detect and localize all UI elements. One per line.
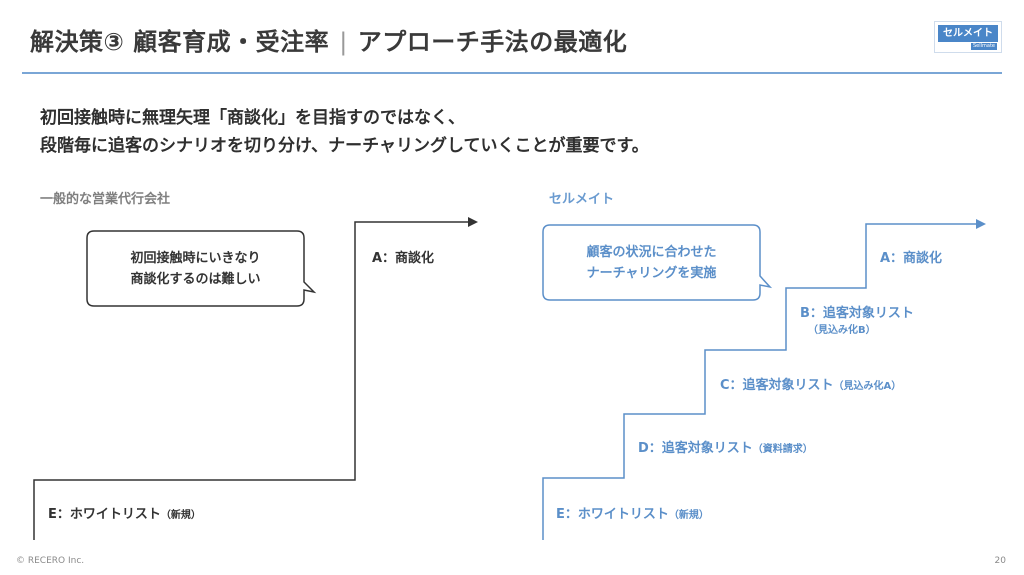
left-step-e-label: E：ホワイトリスト (48, 507, 161, 522)
left-step-e-note: （新規） (160, 510, 201, 521)
logo-text: セルメイト (938, 25, 998, 42)
left-step-a: A：商談化 (372, 251, 435, 266)
right-step-b-note: （見込み化B） (808, 325, 876, 336)
page-number: 20 (994, 556, 1006, 566)
right-bubble-line-2: ナーチャリングを実施 (586, 266, 717, 281)
lead-text: 初回接触時に無理矢理「商談化」を目指すのではなく、 段階毎に追客のシナリオを切り… (40, 104, 649, 160)
lead-line-1: 初回接触時に無理矢理「商談化」を目指すのではなく、 (40, 108, 465, 128)
right-step-e: E：ホワイトリスト（新規） (556, 503, 709, 522)
right-section-label: セルメイト (549, 192, 615, 207)
left-speech-bubble (86, 230, 317, 307)
right-step-d: D：追客対象リスト（資料請求） (638, 437, 813, 456)
title-separator: | (339, 28, 348, 56)
left-step-e: E：ホワイトリスト（新規） (48, 503, 201, 522)
logo-subtext: Sellmate (971, 43, 997, 50)
brand-logo: セルメイト Sellmate (934, 21, 1002, 53)
right-bubble-text: 顧客の状況に合わせた ナーチャリングを実施 (543, 242, 760, 284)
right-step-b-label: B：追客対象リスト (800, 306, 914, 321)
right-bubble-line-1: 顧客の状況に合わせた (586, 245, 717, 260)
left-bubble-text: 初回接触時にいきなり 商談化するのは難しい (87, 248, 304, 290)
lead-line-2: 段階毎に追客のシナリオを切り分け、ナーチャリングしていくことが重要です。 (40, 136, 649, 156)
title-divider (22, 72, 1002, 74)
right-staircase-line (542, 219, 986, 540)
title-main: 解決策③ 顧客育成・受注率 (30, 28, 330, 56)
page-title: 解決策③ 顧客育成・受注率 | アプローチ手法の最適化 (30, 22, 627, 57)
right-step-a: A：商談化 (880, 251, 943, 266)
right-step-c: C：追客対象リスト（見込み化A） (720, 374, 901, 393)
right-step-c-label: C：追客対象リスト (720, 378, 834, 393)
left-bubble-line-1: 初回接触時にいきなり (130, 251, 261, 266)
title-sub: アプローチ手法の最適化 (357, 28, 628, 56)
right-step-d-note: （資料請求） (752, 444, 813, 455)
left-jump-line (33, 217, 478, 540)
right-step-b: B：追客対象リスト （見込み化B） (800, 302, 914, 337)
right-speech-bubble (542, 224, 773, 301)
left-bubble-line-2: 商談化するのは難しい (130, 272, 261, 287)
right-step-e-note: （新規） (668, 510, 709, 521)
left-section-label: 一般的な営業代行会社 (40, 192, 171, 207)
right-step-e-label: E：ホワイトリスト (556, 507, 669, 522)
right-step-d-label: D：追客対象リスト (638, 441, 753, 456)
right-step-c-note: （見込み化A） (833, 381, 902, 392)
copyright: © RECERO Inc. (16, 556, 85, 566)
